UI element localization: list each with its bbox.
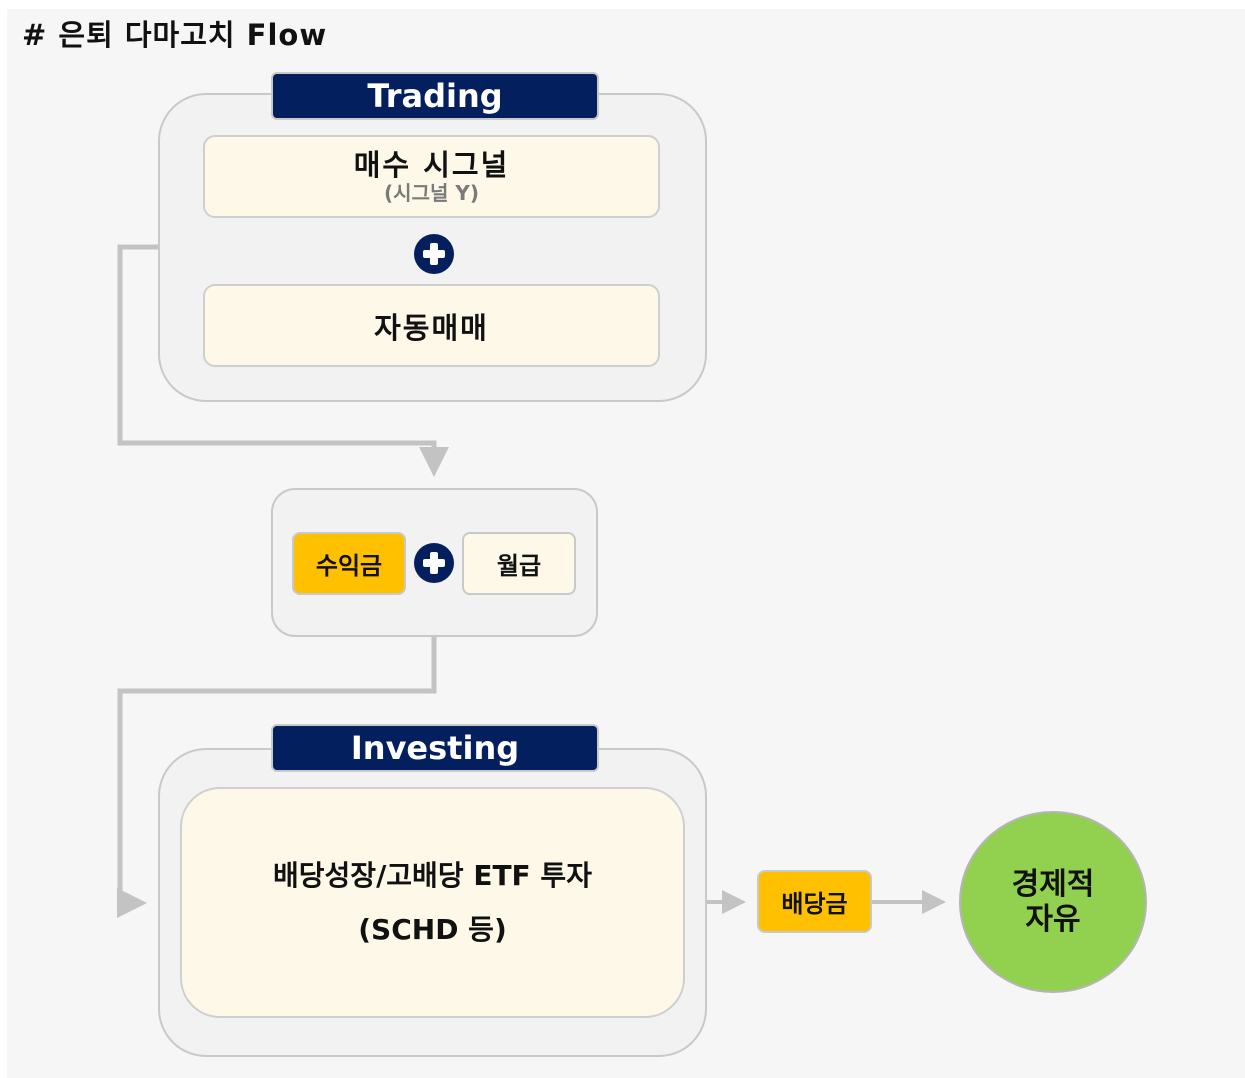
buy-signal-sublabel: (시그널 Y)	[384, 180, 479, 205]
salary-box: 월급	[462, 532, 576, 595]
goal-label-line1: 경제적	[1011, 867, 1095, 902]
plus-circle-icon	[414, 234, 454, 274]
trading-to-income-connector	[117, 244, 449, 477]
auto-trading-card: 자동매매	[203, 284, 660, 367]
etf-investment-sublabel: (SCHD 등)	[358, 912, 507, 946]
financial-freedom-circle: 경제적 자유	[959, 811, 1147, 993]
goal-label-line2: 자유	[1025, 902, 1081, 937]
auto-trading-label: 자동매매	[374, 310, 489, 345]
buy-signal-label: 매수 시그널	[353, 147, 510, 182]
buy-signal-card: 매수 시그널 (시그널 Y)	[203, 135, 660, 218]
plus-circle-icon	[414, 543, 454, 583]
dividend-box: 배당금	[757, 870, 872, 933]
etf-investment-label: 배당성장/고배당 ETF 투자	[273, 858, 592, 892]
trading-header: Trading	[271, 72, 599, 120]
page-title: # 은퇴 다마고치 Flow	[22, 18, 328, 52]
etf-investment-card: 배당성장/고배당 ETF 투자 (SCHD 등)	[180, 787, 685, 1018]
investing-header: Investing	[271, 724, 599, 772]
profit-box: 수익금	[292, 532, 406, 595]
income-to-investing-connector	[117, 637, 437, 918]
